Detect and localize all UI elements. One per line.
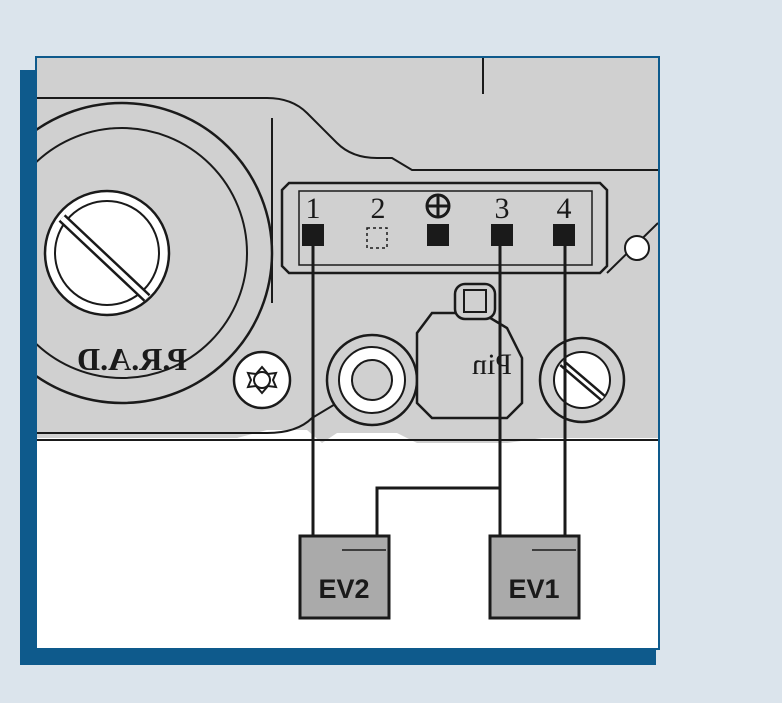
pin-label: Pin [472,348,512,381]
ground-icon [425,193,451,219]
right-arm-circle [624,235,650,261]
ev2-label: EV2 [318,574,369,604]
terminal-ground [427,224,449,246]
pin-square [463,289,487,313]
pin-label-4: 4 [557,192,572,225]
wire-ev2-common [375,486,500,536]
wiring-diagram: P.R.A.D Pin 1 [37,58,658,620]
terminal-2 [366,227,388,249]
prad-label: P.R.A.D [77,341,187,377]
pin-label-3: 3 [495,192,510,225]
ev1-label: EV1 [508,574,559,604]
adjuster-slot [60,216,149,300]
left-bushing-inner [351,359,393,401]
right-bushing-slot [561,361,604,400]
body-contour-top [37,97,658,171]
terminal-4 [553,224,575,246]
small-screw-star-icon [246,365,278,395]
connector-inner [298,190,593,266]
terminal-1 [302,224,324,246]
adjuster-screw-inner [54,200,160,306]
diagram-frame: P.R.A.D Pin 1 [35,56,660,650]
terminal-3 [491,224,513,246]
pin-label-1: 1 [306,192,321,225]
small-screw-center [253,371,271,389]
pin-label-2: 2 [371,192,386,225]
adjuster-screw [43,189,171,317]
